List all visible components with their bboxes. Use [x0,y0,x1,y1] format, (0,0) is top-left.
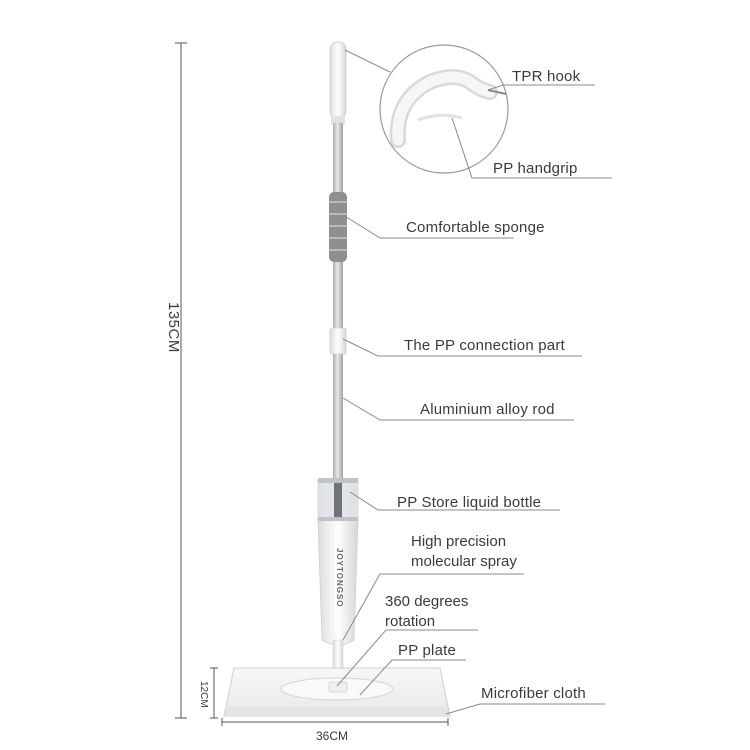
lower-rod [333,354,343,484]
pad-depth-dimension-line [210,667,218,719]
liquid-bottle [317,478,359,646]
upper-rod [333,123,343,193]
leader-lines [336,49,612,715]
mid-rod [333,262,343,330]
label-tpr-hook: TPR hook [512,68,581,85]
label-microfiber-cloth: Microfiber cloth [481,685,586,702]
pad-width-dimension-label: 36CM [316,729,349,743]
label-spray: High precision molecular spray [411,532,517,572]
label-rotation-line2: rotation [385,613,436,630]
label-comfortable-sponge: Comfortable sponge [406,219,545,236]
zoomed-hook-image [389,69,507,148]
label-spray-line1: High precision [411,533,507,550]
height-dimension-line [175,42,187,719]
pad-depth-dimension-label: 12CM [198,681,209,708]
pad-width-dimension-line [221,718,449,726]
label-liquid-bottle: PP Store liquid bottle [397,494,542,511]
sponge-grip [329,192,347,262]
label-pp-handgrip: PP handgrip [493,160,578,177]
label-pp-connection: The PP connection part [404,337,565,354]
label-spray-line2: molecular spray [411,553,517,570]
label-pp-plate: PP plate [398,642,457,659]
connection-part [329,327,347,355]
label-rotation: 360 degrees rotation [385,592,468,632]
handle [329,41,347,124]
height-dimension-label: 135CM [165,302,182,353]
label-aluminium-rod: Aluminium alloy rod [420,401,555,418]
brand-text-on-bottle: JOYTONGSO [335,548,344,608]
mop-pad [223,667,451,717]
label-rotation-line1: 360 degrees [385,593,469,610]
